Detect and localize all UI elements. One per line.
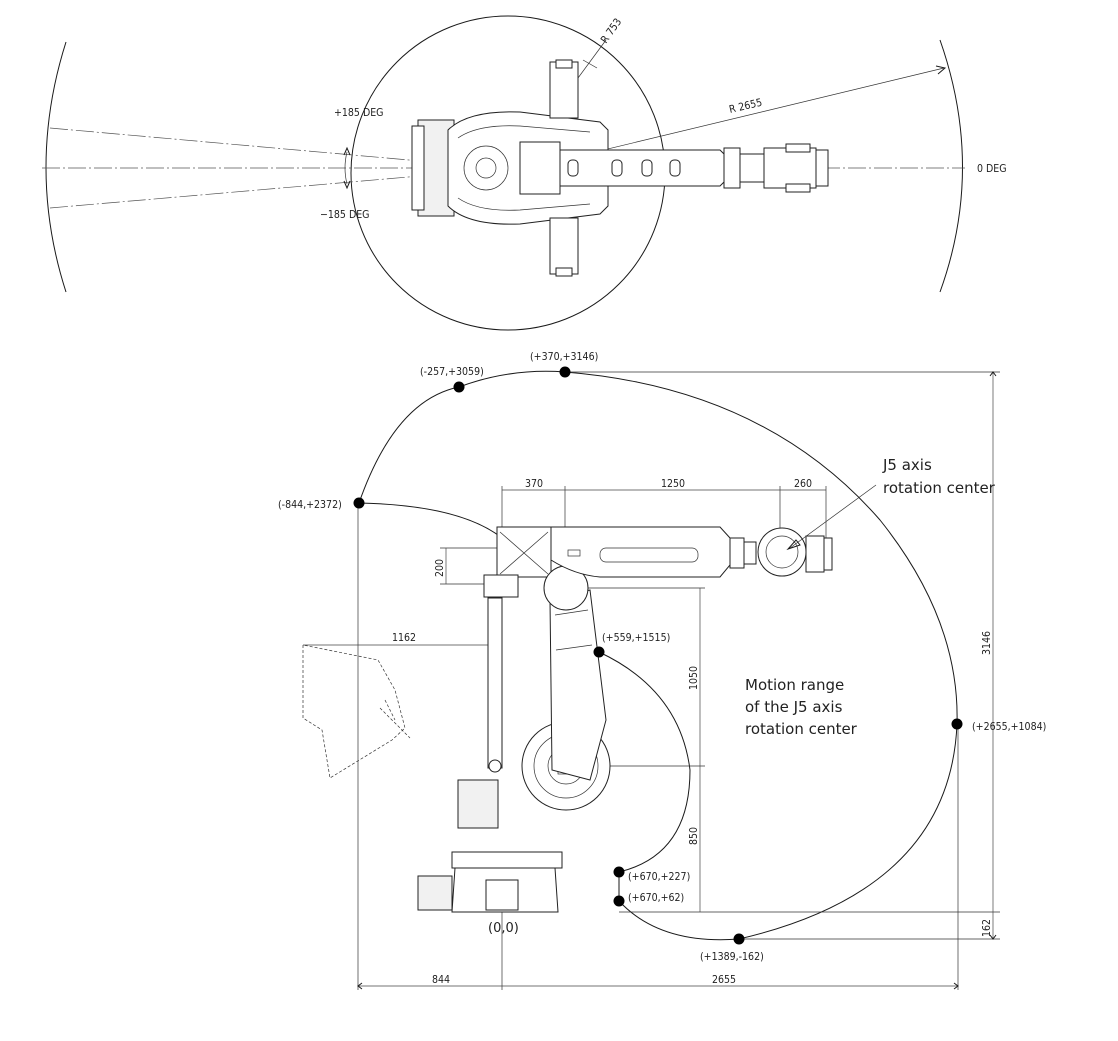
motion-range-annotation-line1: Motion range: [745, 676, 844, 694]
lowered-arm-ghost: [302, 644, 406, 779]
limit-line-plus: [49, 127, 421, 162]
dim-label-370: 370: [525, 478, 543, 490]
wrist-j5: [757, 527, 807, 577]
label-r753: R 753: [599, 16, 625, 45]
dim-label-162: 162: [981, 919, 993, 937]
point-257-3059: [453, 381, 465, 393]
point-label: (+370,+3146): [530, 351, 598, 363]
point-1389-162: [733, 933, 745, 945]
dim-label-850: 850: [688, 827, 700, 845]
point-label: (+559,+1515): [602, 632, 670, 644]
point-844-2372: [353, 497, 365, 509]
j5-axis-annotation-line2: rotation center: [883, 479, 996, 497]
motion-envelope-inner: [358, 502, 691, 901]
robot-side-silhouette: [302, 526, 833, 913]
top-outer-arc-left: [45, 41, 67, 293]
dim-label-1162: 1162: [392, 632, 416, 644]
dim-label-260: 260: [794, 478, 812, 490]
dim-label-200: 200: [434, 559, 446, 577]
point-label: (+670,+227): [628, 871, 690, 883]
dim-label-2655: 2655: [712, 974, 736, 986]
j5-axis-annotation-line1: J5 axis: [882, 456, 932, 474]
label-zero-deg: 0 DEG: [977, 163, 1007, 175]
point-370-3146: [559, 366, 571, 378]
label-minus-185: −185 DEG: [320, 209, 370, 221]
j5-leader-line: [789, 484, 877, 549]
point-label: (-844,+2372): [278, 499, 342, 511]
point-label: (-257,+3059): [420, 366, 484, 378]
top-view: +185 DEG −185 DEG 0 DEG R 753 R 2655: [42, 15, 1007, 331]
motion-range-annotation-line3: rotation center: [745, 720, 858, 738]
motion-envelope-outer: [358, 370, 958, 941]
point-2655-1084: [951, 718, 963, 730]
limit-line-minus: [49, 175, 421, 209]
angle-arc: [344, 151, 348, 185]
dim-label-3146: 3146: [981, 631, 993, 655]
point-670-227: [613, 866, 625, 878]
motion-range-annotation-line2: of the J5 axis: [745, 698, 843, 716]
point-label: (+1389,-162): [700, 951, 764, 963]
dim-label-1050: 1050: [688, 666, 700, 690]
point-label: (+670,+62): [628, 892, 684, 904]
origin-label: (0,0): [488, 921, 519, 936]
robot-top-silhouette: [411, 59, 829, 277]
point-559-1515: [593, 646, 605, 658]
side-view: (+370,+3146) (-257,+3059) (-844,+2372) (…: [278, 351, 1046, 990]
label-plus-185: +185 DEG: [334, 107, 384, 119]
point-670-62: [613, 895, 625, 907]
dim-label-844: 844: [432, 974, 450, 986]
dim-label-1250: 1250: [661, 478, 685, 490]
top-outer-arc-right: [939, 39, 963, 293]
point-label: (+2655,+1084): [972, 721, 1046, 733]
